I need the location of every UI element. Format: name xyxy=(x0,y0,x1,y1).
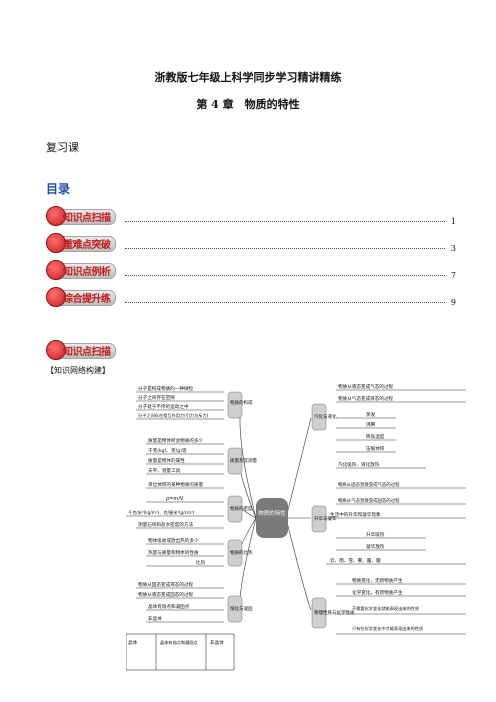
map-item: 物质变化，无新物质产生 xyxy=(352,577,403,584)
map-item: 压缩体积 xyxy=(366,445,385,452)
toc-entry[interactable]: 知识点例析 7 xyxy=(46,258,456,280)
toc-page: 3 xyxy=(450,244,456,253)
map-item: 物质从固态变成液态的过程 xyxy=(138,581,194,588)
map-item: 云、雨、雪、雾、露、霜 xyxy=(330,557,381,564)
map-item: 千克(kg)、克(g)等 xyxy=(148,447,187,454)
map-item: 升华吸热 xyxy=(366,531,385,538)
toc-leader xyxy=(125,302,445,303)
map-item: 降低温度 xyxy=(366,433,385,440)
map-item: 比热 xyxy=(196,559,206,566)
toc-page: 7 xyxy=(450,271,456,280)
center-label: 物质的特性 xyxy=(258,509,286,517)
section-badge: 知识点扫描 xyxy=(46,340,121,360)
node-specific-heat: 物质的比热 xyxy=(230,549,253,556)
mind-map: 物质的特性 物质的构成 质量及其测量 物质的密度 物质的比热 熔化与凝固 汽化与… xyxy=(126,383,466,671)
map-item: 只有在化学变化中才能表现出来的性质 xyxy=(352,625,423,632)
toc-entry[interactable]: 知识点扫描 1 xyxy=(46,204,456,226)
map-item: 生活中的升华和凝华现象 xyxy=(330,511,381,518)
map-item: 物质从气态变成液态的过程 xyxy=(338,395,394,402)
badge-icon: 重难点突破 xyxy=(46,233,121,253)
map-item: 千克/米³(kg/m³)、克/厘米³(g/cm³) xyxy=(128,509,195,516)
node-melting: 熔化与凝固 xyxy=(230,605,253,612)
badge-icon: 知识点例析 xyxy=(46,260,121,280)
map-item: 非晶体 xyxy=(148,615,162,622)
toc-leader xyxy=(125,248,445,249)
node-density: 物质的密度 xyxy=(230,505,253,512)
map-item: 晶体有熔点和凝固点 xyxy=(160,639,198,646)
map-item: 分子是构成物质的一种微粒 xyxy=(138,385,194,392)
map-item: 不需要化学变化就能表现出来的性质 xyxy=(352,605,419,612)
toc-entry[interactable]: 重难点突破 3 xyxy=(46,231,456,253)
map-item: 天平、测量工具 xyxy=(148,467,181,474)
map-item: ρ=m/V xyxy=(166,496,184,502)
node-structure: 物质的构成 xyxy=(230,399,253,406)
map-item: 化学变化，有新物质产生 xyxy=(352,589,403,596)
node-vaporize: 汽化与液化 xyxy=(314,413,337,420)
map-item: 非晶体 xyxy=(210,639,224,646)
map-item: 测量石块和盐水密度的方法 xyxy=(138,521,194,528)
map-item: 质量是物体所含物质的多少 xyxy=(148,437,204,444)
map-item: 物质从液态变成固态的过程 xyxy=(138,591,194,598)
node-sublimate: 升华与凝华 xyxy=(314,515,337,522)
map-item: 物质从液态变成气态的过程 xyxy=(338,383,394,390)
map-item: 物质从固态直接变成气态的过程 xyxy=(338,481,400,488)
center-node xyxy=(256,498,288,538)
map-item: 热量与质量和物体的性质 xyxy=(148,549,199,556)
lesson-type: 复习课 xyxy=(46,141,79,154)
map-item: 单位体积的某种物质的质量 xyxy=(148,481,204,488)
badge-icon: 知识点扫描 xyxy=(46,206,121,226)
toc-heading: 目录 xyxy=(46,182,71,196)
map-item: 晶体有熔点和凝固点 xyxy=(148,603,190,610)
toc-page: 9 xyxy=(450,298,456,307)
map-item: 凝华放热 xyxy=(366,543,385,550)
map-item: 晶体 xyxy=(128,639,138,646)
badge-icon: 知识点扫描 xyxy=(46,340,121,360)
network-heading: 【知识网络构建】 xyxy=(46,366,110,375)
toc-leader xyxy=(125,275,445,276)
map-item: 分子之间存在相互作用力(引力与斥力) xyxy=(138,412,209,419)
toc-entry[interactable]: 综合提升练 9 xyxy=(46,285,456,307)
node-mass: 质量及其测量 xyxy=(230,457,257,464)
toc-page: 1 xyxy=(450,217,456,226)
badge-icon: 综合提升练 xyxy=(46,287,121,307)
map-item: 物体吸收或放出热的多少 xyxy=(148,537,199,544)
map-item: 蒸发 xyxy=(366,411,376,418)
document-title: 浙教版七年级上科学同步学习精讲精练 xyxy=(154,71,342,84)
map-item: 质量是物体的属性 xyxy=(148,457,185,464)
map-item: 物质从气态直接变成固态的过程 xyxy=(338,497,400,504)
map-item: 分子处于不停的运动之中 xyxy=(138,403,189,410)
map-item: 汽化吸热、液化放热 xyxy=(338,461,380,468)
chapter-title: 第 4 章 物质的特性 xyxy=(196,98,300,111)
map-item: 沸腾 xyxy=(366,421,376,428)
toc-leader xyxy=(125,221,445,222)
node-properties: 物理性质与化学性质 xyxy=(314,609,355,616)
map-item: 分子之间存在空隙 xyxy=(138,394,175,401)
